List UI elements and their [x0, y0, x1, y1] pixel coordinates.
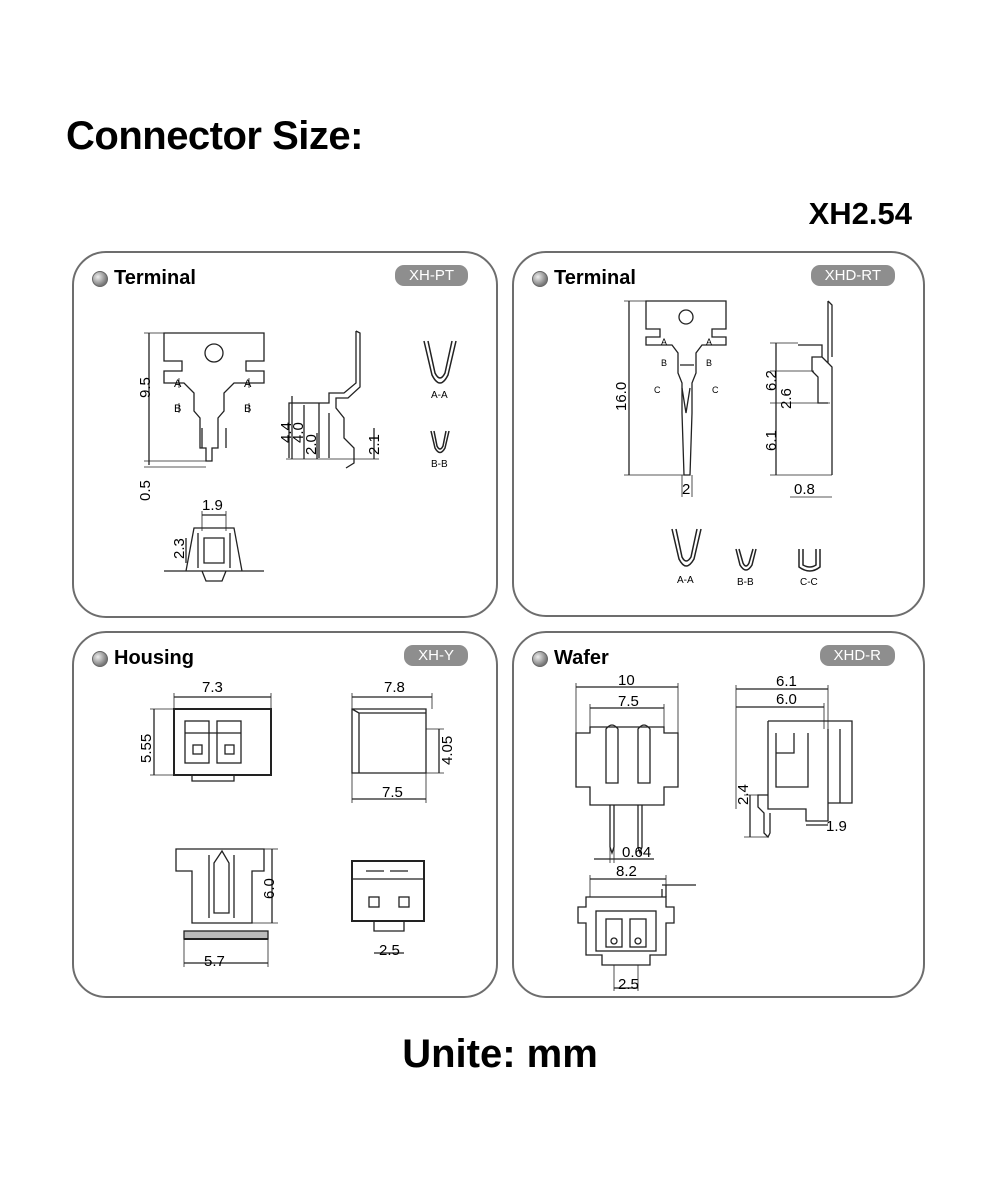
section-mark-a: A: [661, 337, 667, 347]
wafer-drawing: 10 7.5 0.64 6.1 6.0 2.4 1.9 8.2 2.5: [575, 672, 853, 993]
section-mark-a: A: [244, 378, 252, 390]
dim-4-05: 4.05: [439, 736, 456, 765]
dim-7-5: 7.5: [618, 693, 639, 710]
dim-0-64: 0.64: [622, 844, 651, 861]
dim-6-1: 6.1: [776, 673, 797, 690]
section-label-b-b: B-B: [431, 459, 448, 470]
dim-6-2: 6.2: [763, 370, 780, 391]
panel-housing-xh-y: Housing XH-Y 7.3 5.55 7.8 7.5 4.05 5.7: [72, 631, 498, 998]
section-label-c-c: C-C: [800, 577, 818, 588]
model-badge: XHD-R: [819, 645, 895, 666]
model-badge: XHD-RT: [810, 265, 895, 286]
model-badge: XH-Y: [404, 645, 468, 666]
dim-8-2: 8.2: [616, 863, 637, 880]
section-mark-b: B: [706, 358, 712, 368]
model-number: XH2.54: [808, 196, 912, 231]
dim-16-0: 16.0: [613, 382, 630, 411]
dim-0-8: 0.8: [794, 481, 815, 498]
section-mark-a: A: [174, 378, 182, 390]
page-title: Connector Size:: [66, 114, 363, 158]
bullet-icon: [92, 270, 108, 287]
dim-2-0: 2.0: [303, 434, 320, 455]
dim-4-0: 4.0: [290, 422, 307, 443]
section-mark-c: C: [654, 385, 661, 395]
section-mark-a: A: [706, 337, 712, 347]
dim-2-6: 2.6: [778, 388, 795, 409]
dim-1-9: 1.9: [202, 497, 223, 514]
dim-2-5: 2.5: [379, 942, 400, 959]
terminal-xhd-rt-drawing: 16.0 2 A A B B C C 6.2 2.6 6.1 0.8 A-A B…: [613, 300, 833, 588]
dim-7-8: 7.8: [384, 679, 405, 696]
section-mark-b: B: [174, 403, 181, 415]
dim-2-4: 2.4: [735, 784, 752, 805]
bullet-icon: [532, 270, 548, 287]
section-label-a-a: A-A: [431, 390, 448, 401]
dim-5-7: 5.7: [204, 953, 225, 970]
panel-title: Terminal: [532, 267, 636, 290]
dim-2: 2: [682, 481, 690, 498]
dim-1-9: 1.9: [826, 818, 847, 835]
section-mark-b: B: [661, 358, 667, 368]
dim-7-3: 7.3: [202, 679, 223, 696]
dim-7-5: 7.5: [382, 784, 403, 801]
section-label-a-a: A-A: [677, 575, 694, 586]
dim-2-3: 2.3: [171, 538, 188, 559]
dim-6-1: 6.1: [763, 430, 780, 451]
panel-wafer-xhd-r: Wafer XHD-R 10 7.5 0.64 6.1 6.0 2.4 1.9: [512, 631, 925, 998]
section-label-b-b: B-B: [737, 577, 754, 588]
section-mark-b: B: [244, 403, 251, 415]
dim-2-5: 2.5: [618, 976, 639, 993]
dim-6-0: 6.0: [776, 691, 797, 708]
unit-label: Unite: mm: [402, 1032, 598, 1076]
section-mark-c: C: [712, 385, 719, 395]
dim-10: 10: [618, 672, 635, 689]
housing-drawing: 7.3 5.55 7.8 7.5 4.05 5.7 6.0 2.5: [138, 679, 456, 970]
dim-9-5: 9.5: [137, 377, 154, 398]
dim-6-0: 6.0: [261, 878, 278, 899]
model-badge: XH-PT: [395, 265, 468, 286]
bullet-icon: [532, 650, 548, 667]
terminal-xh-pt-drawing: A A B B 9.5 0.5 1.9 2.3 4.4 4.0 2.0 2.1 …: [137, 330, 457, 582]
bullet-icon: [92, 650, 108, 667]
dim-0-5: 0.5: [137, 480, 154, 501]
dim-5-55: 5.55: [138, 734, 155, 763]
dim-4-4: 4.4: [278, 422, 295, 443]
panel-terminal-xhd-rt: Terminal XHD-RT 16.0 2 A A B B C C 6.2 2…: [512, 251, 925, 617]
panel-terminal-xh-pt: Terminal XH-PT A A B B 9.5 0.5 1.9 2.3: [72, 251, 498, 618]
panel-title: Terminal: [92, 267, 196, 290]
dim-2-1: 2.1: [366, 434, 383, 455]
panel-title: Housing: [92, 647, 194, 670]
panel-title: Wafer: [532, 647, 609, 670]
